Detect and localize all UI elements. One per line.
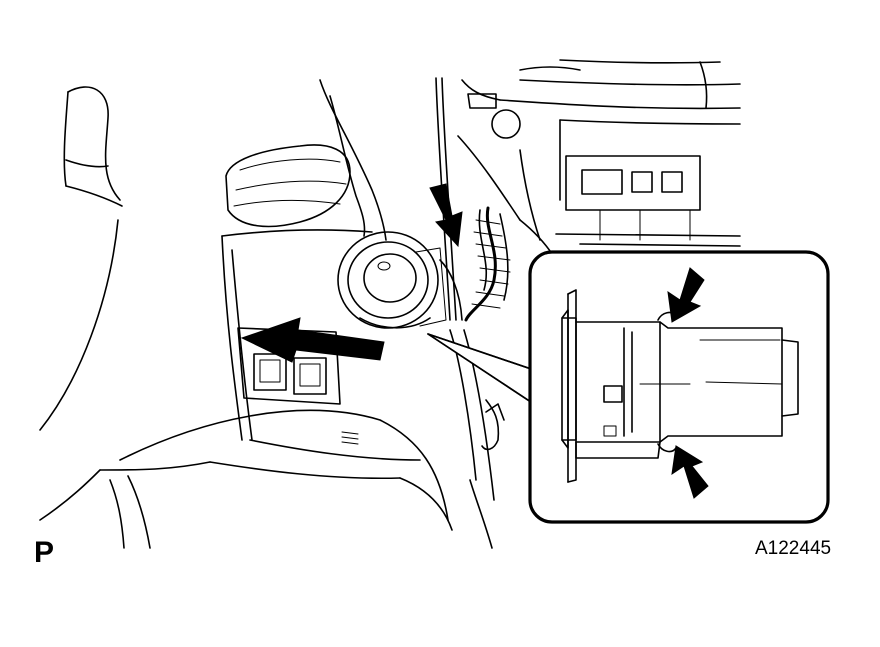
claw-pointer-arrow-top	[429, 183, 463, 248]
removal-direction-arrow	[240, 317, 385, 363]
figure-id: A122445	[755, 538, 832, 559]
outlet-body-detail	[561, 289, 799, 483]
dash-panel	[119, 79, 453, 531]
claw-pointer-arrow-upper	[667, 267, 705, 323]
claw-pointer-arrow-lower	[671, 445, 709, 499]
callout-leader	[427, 333, 541, 410]
center-console-structure	[435, 59, 741, 549]
left-trim-panel	[39, 86, 211, 549]
wire-harness	[439, 206, 511, 322]
power-outlet-socket	[337, 231, 447, 329]
view-letter: P	[34, 536, 55, 569]
knee-pad	[225, 144, 351, 228]
detail-callout-box	[528, 250, 830, 524]
